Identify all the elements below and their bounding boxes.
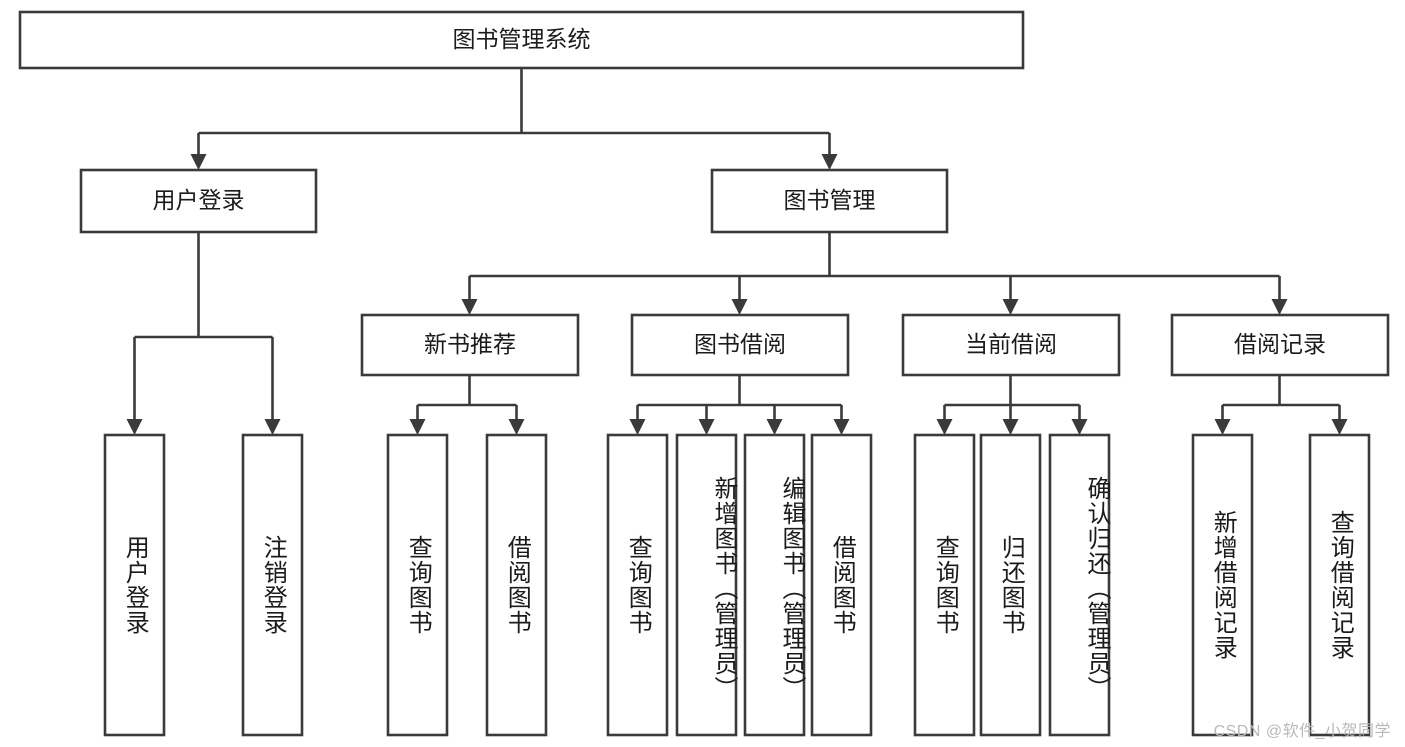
node-root-system[interactable]: 图书管理系统 — [18, 10, 1025, 70]
leaf-box-add-book-admin[interactable] — [675, 433, 738, 737]
arrow-head-icon — [1002, 419, 1019, 435]
node-label: 新书推荐 — [424, 331, 516, 357]
arrow-head-icon — [936, 419, 953, 435]
arrow-head-icon — [126, 419, 143, 435]
arrow-head-icon — [264, 419, 281, 435]
connector-group-book-borrow — [629, 375, 850, 435]
leaf-box-query-book-new[interactable] — [386, 433, 449, 737]
connector-group-new-book — [409, 375, 525, 435]
leaf-box-query-borrow-record[interactable] — [1308, 433, 1371, 737]
node-borrow-record[interactable]: 借阅记录 — [1170, 313, 1390, 377]
leaf-box-user-login[interactable] — [103, 433, 166, 737]
arrow-head-icon — [1214, 419, 1231, 435]
leaf-box-confirm-return-admin[interactable] — [1048, 433, 1111, 737]
node-book-management[interactable]: 图书管理 — [710, 168, 949, 234]
leaf-box-return-book[interactable] — [979, 433, 1042, 737]
connector-group-user-login — [126, 232, 281, 435]
node-box — [1170, 313, 1390, 377]
node-box — [630, 313, 850, 377]
leaf-box-borrow-book-new[interactable] — [485, 433, 548, 737]
arrow-head-icon — [629, 419, 646, 435]
leaf-box-logout[interactable] — [241, 433, 304, 737]
node-box — [79, 168, 318, 234]
node-book-borrow[interactable]: 图书借阅 — [630, 313, 850, 377]
leaf-box-query-book-borrow[interactable] — [606, 433, 669, 737]
node-current-borrow[interactable]: 当前借阅 — [901, 313, 1121, 377]
arrow-head-icon — [508, 419, 525, 435]
arrow-head-icon — [766, 419, 783, 435]
connector-group-borrow-record — [1214, 375, 1348, 435]
leaf-box-edit-book-admin[interactable] — [743, 433, 806, 737]
node-label: 图书管理 — [784, 187, 876, 213]
leaf-boxes-group — [103, 433, 1371, 737]
node-user-login[interactable]: 用户登录 — [79, 168, 318, 234]
leaf-box-add-borrow-record[interactable] — [1191, 433, 1254, 737]
arrow-head-icon — [409, 419, 426, 435]
node-label: 图书借阅 — [694, 331, 786, 357]
node-box — [18, 10, 1025, 70]
leaf-box-borrow-book[interactable] — [810, 433, 873, 737]
connector-group-book-mgmt — [461, 232, 1288, 315]
leaf-box-query-book-current[interactable] — [913, 433, 976, 737]
node-label: 借阅记录 — [1234, 331, 1326, 357]
node-label: 用户登录 — [153, 187, 245, 213]
arrow-head-icon — [821, 154, 838, 170]
arrow-head-icon — [1331, 419, 1348, 435]
arrow-head-icon — [698, 419, 715, 435]
arrow-head-icon — [1002, 299, 1019, 315]
node-new-book-recommend[interactable]: 新书推荐 — [360, 313, 580, 377]
node-box — [710, 168, 949, 234]
connector-group-current-borrow — [936, 375, 1088, 435]
arrow-head-icon — [1271, 299, 1288, 315]
arrow-head-icon — [1071, 419, 1088, 435]
node-box — [360, 313, 580, 377]
node-box — [901, 313, 1121, 377]
arrow-head-icon — [190, 154, 207, 170]
arrow-head-icon — [833, 419, 850, 435]
connector-group-root — [190, 68, 838, 170]
node-label: 当前借阅 — [965, 331, 1057, 357]
node-label: 图书管理系统 — [453, 26, 591, 52]
arrow-head-icon — [461, 299, 478, 315]
arrow-head-icon — [731, 299, 748, 315]
